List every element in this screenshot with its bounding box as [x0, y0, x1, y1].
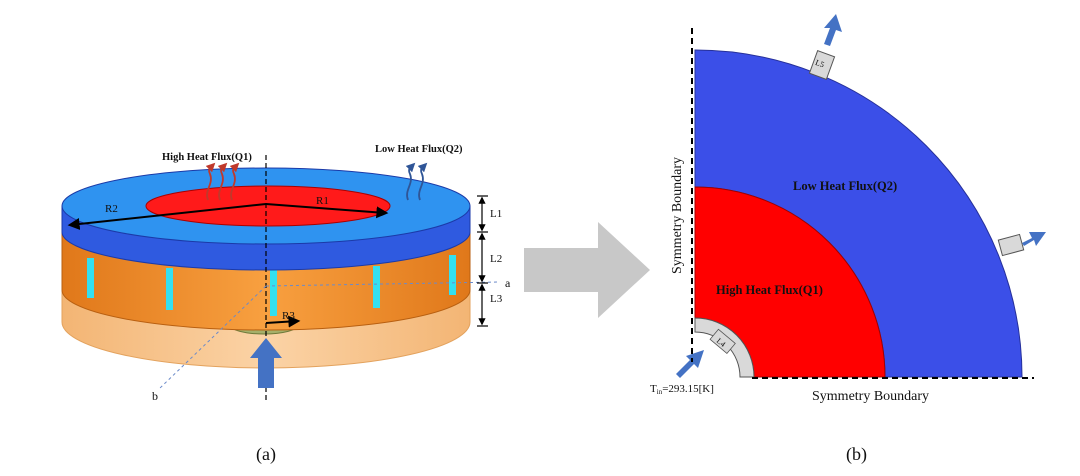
symmetry-label-bottom: Symmetry Boundary	[812, 389, 929, 404]
point-a-label: a	[505, 276, 511, 290]
r2-arrow	[67, 203, 267, 230]
symmetry-label-left: Symmetry Boundary	[670, 157, 685, 274]
low-heat-flux-label-b: Low Heat Flux(Q2)	[793, 179, 897, 193]
inlet-arrow	[250, 338, 282, 388]
low-flux-arrows	[405, 162, 428, 201]
high-heat-flux-label: High Heat Flux(Q1)	[162, 152, 252, 163]
section-line-b	[159, 285, 267, 389]
outlet-top-arrow	[824, 14, 842, 46]
high-heat-flux-label-b: High Heat Flux(Q1)	[716, 283, 823, 297]
cyan-channel	[166, 268, 173, 310]
point-b-label: b	[152, 389, 158, 403]
caption-b: (b)	[846, 444, 867, 465]
caption-a: (a)	[256, 444, 276, 465]
l4-label: L4	[715, 336, 728, 349]
l1-label: L1	[490, 208, 502, 220]
high-flux-arrows	[205, 162, 240, 201]
l4-dimension: L4	[709, 328, 736, 354]
r1-label: R1	[316, 195, 329, 207]
inlet-temperature-value: =293.15[K]	[662, 383, 714, 395]
panel-b: L4 L5 Low Heat Flux(Q2) High Heat Flux(Q…	[650, 14, 1046, 465]
cyan-channel	[449, 255, 456, 295]
panel-a: High Heat Flux(Q1) Low Heat Flux(Q2) R1 …	[61, 144, 511, 465]
outlet-top: L5	[808, 14, 842, 80]
r1-arrow	[265, 203, 389, 219]
cyan-channel	[373, 266, 380, 308]
dimension-bracket	[477, 195, 488, 327]
r3-label: R3	[282, 310, 295, 322]
l3-label: L3	[490, 293, 503, 305]
inlet-arrow-b	[676, 350, 704, 378]
l2-label: L2	[490, 253, 502, 265]
outlet-right-arrow	[1022, 232, 1046, 246]
high-flux-region-3d	[145, 185, 391, 227]
transition-arrow	[524, 222, 650, 318]
inlet-temperature-subscript: in	[657, 388, 663, 396]
cyan-channel	[270, 270, 277, 316]
outlet-right	[997, 232, 1046, 257]
r2-label: R2	[105, 203, 118, 215]
r3-arrow	[265, 315, 301, 328]
inlet-temperature-label: Tin=293.15[K]	[650, 383, 714, 396]
l5-label: L5	[814, 58, 825, 69]
low-heat-flux-label: Low Heat Flux(Q2)	[375, 144, 463, 155]
cyan-channel	[87, 258, 94, 298]
